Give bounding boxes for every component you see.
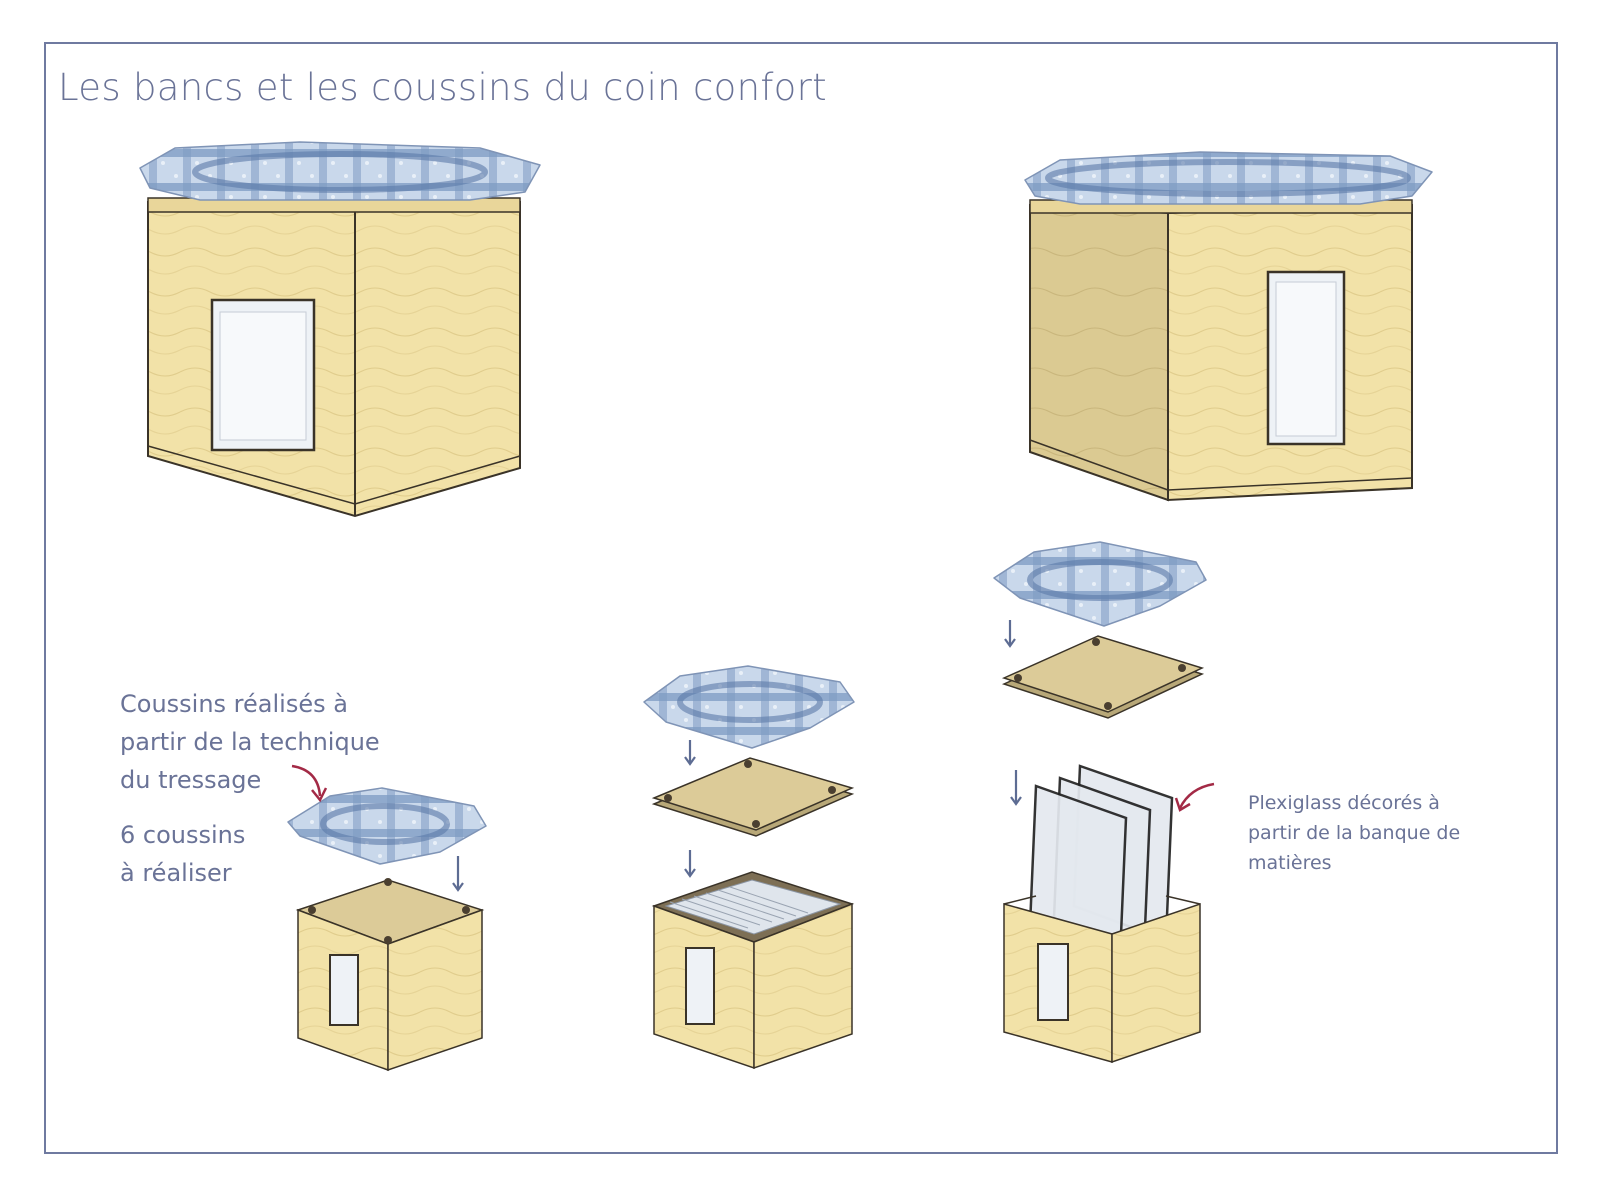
screw-hole-icon [664, 794, 672, 802]
cushion-large-right [1024, 151, 1433, 205]
diagram-frame [44, 42, 1558, 1154]
arrow-head [452, 882, 464, 892]
cushion-small-1 [287, 787, 487, 865]
arrow-curve [291, 764, 322, 797]
slot-line [729, 886, 809, 914]
curved-arrow-icon [1174, 782, 1215, 812]
board-3 [1001, 635, 1205, 719]
stool-large-front-view [147, 197, 521, 518]
arrow-head [684, 756, 696, 766]
stool-small-1 [295, 878, 485, 1072]
cushion-braid [192, 151, 488, 193]
slot-line [681, 898, 761, 926]
plexi-window [685, 947, 715, 1025]
cushion-quantity-note: 6 coussins à réaliser [120, 816, 245, 892]
arrow-head [1174, 797, 1191, 812]
note-line: matières [1248, 852, 1332, 874]
board-2 [651, 757, 855, 837]
arrow-curve [1178, 782, 1215, 809]
arrow-head [311, 787, 328, 803]
note-line: partir de la technique [120, 728, 380, 756]
cushion-large-left [139, 141, 541, 201]
stool-rim [1003, 895, 1037, 905]
stool-right-face [1111, 902, 1201, 1064]
screw-hole-icon [462, 906, 470, 914]
note-line: partir de la banque de [1248, 822, 1461, 844]
down-arrow-icon [684, 740, 696, 766]
down-arrow-icon [684, 850, 696, 878]
cushion-small-2 [643, 665, 855, 749]
screw-hole-icon [308, 906, 316, 914]
stool-large-corner-view [1029, 199, 1413, 502]
note-line: Plexiglass décorés à [1248, 792, 1440, 814]
cushion-small-3 [993, 541, 1207, 627]
stool-side [1029, 203, 1169, 502]
note-line: Coussins réalisés à [120, 690, 348, 718]
stool-rim [1165, 895, 1201, 905]
slot-line [705, 892, 785, 920]
screw-hole-icon [1014, 674, 1022, 682]
cushion-braid [1045, 159, 1411, 197]
stool-small-3 [1003, 895, 1201, 1064]
stool-right-face [753, 902, 853, 1070]
screw-hole-icon [1178, 664, 1186, 672]
arrow-head [1004, 638, 1016, 648]
plexiglass-panels [1028, 764, 1174, 960]
cushion-technique-note: Coussins réalisés à partir de la techniq… [120, 685, 380, 799]
screw-hole-icon [1092, 638, 1100, 646]
screw-hole-icon [1104, 702, 1112, 710]
cushion-braid [677, 681, 823, 723]
down-arrow-icon [1004, 620, 1016, 648]
screw-hole-icon [384, 936, 392, 944]
plexi-inner [219, 311, 307, 441]
cushion-body [287, 787, 487, 865]
board-top [1001, 635, 1205, 713]
plexi-slots [664, 879, 842, 935]
slot-line [717, 889, 797, 917]
cushion-body [993, 541, 1207, 627]
stool-right-face [387, 908, 483, 1072]
slot-line [693, 895, 773, 923]
plexi-inner [1275, 281, 1337, 437]
cushion-braid [1027, 559, 1173, 601]
note-line: 6 coussins [120, 821, 246, 849]
screw-hole-icon [384, 878, 392, 886]
stool-base-line [147, 445, 521, 505]
screw-hole-icon [752, 820, 760, 828]
arrow-head [684, 868, 696, 878]
stool-body [147, 201, 521, 518]
arrow-head [1010, 796, 1022, 806]
page-title: Les bancs et les coussins du coin confor… [58, 66, 827, 109]
board-top [651, 757, 855, 831]
plexi-window [329, 954, 359, 1026]
cushion-body [643, 665, 855, 749]
note-line: à réaliser [120, 859, 232, 887]
plexiglass-note: Plexiglass décorés à partir de la banque… [1248, 788, 1460, 878]
cushion-braid [320, 803, 450, 845]
screw-hole-icon [744, 760, 752, 768]
stool-small-2 [651, 871, 855, 1070]
down-arrow-icon [452, 856, 464, 892]
plexi-window [1037, 943, 1069, 1021]
note-line: du tressage [120, 766, 262, 794]
stool-base-line [1029, 439, 1413, 491]
down-arrow-icon [1010, 770, 1022, 806]
slot-line [669, 901, 749, 929]
curved-arrow-icon [291, 764, 328, 803]
screw-hole-icon [828, 786, 836, 794]
